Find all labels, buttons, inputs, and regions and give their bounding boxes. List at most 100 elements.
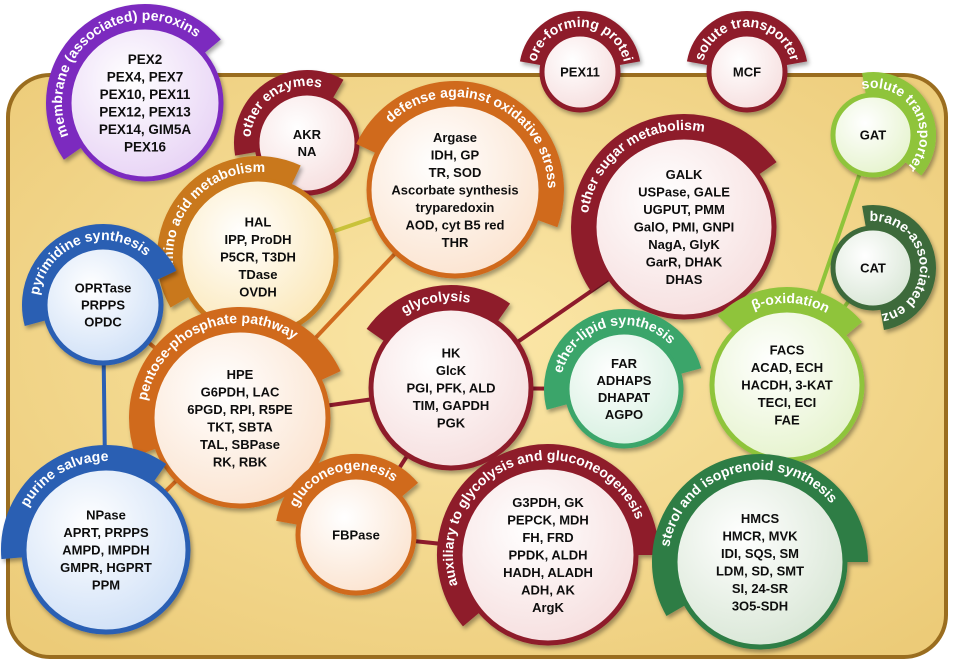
- enzyme-line: TAL, SBPase: [200, 437, 280, 452]
- enzyme-line: G6PDH, LAC: [201, 384, 280, 399]
- node-circle: [368, 305, 534, 471]
- enzyme-line: DHAPAT: [598, 390, 650, 405]
- enzyme-line: FAE: [774, 413, 800, 428]
- enzyme-line: tryparedoxin: [416, 200, 495, 215]
- enzyme-line: NA: [298, 144, 317, 159]
- label-band: [519, 11, 641, 66]
- node-circle: [830, 225, 916, 311]
- label-band: [46, 4, 221, 160]
- enzyme-line: HMCS: [741, 511, 780, 526]
- enzyme-line: THR: [442, 235, 469, 250]
- enzyme-line: TIM, GAPDH: [413, 398, 490, 413]
- label-band: [862, 72, 936, 176]
- node-circle: [66, 24, 224, 182]
- node-oxidative: defense against oxidative stressArgaseID…: [356, 81, 564, 279]
- enzyme-line: ArgK: [532, 600, 564, 615]
- node-circle: [591, 134, 777, 320]
- enzyme-line: IPP, ProDH: [225, 232, 292, 247]
- enzyme-line: IDI, SQS, SM: [721, 546, 799, 561]
- enzyme-line: G3PDH, GK: [512, 495, 584, 510]
- enzyme-line: AKR: [293, 127, 322, 142]
- enzyme-line: TR, SOD: [429, 165, 482, 180]
- enzyme-line: APRT, PRPPS: [63, 525, 149, 540]
- label-band: [437, 444, 659, 627]
- enzyme-line: DHAS: [666, 272, 703, 287]
- enzyme-line: PEX16: [124, 139, 167, 154]
- label-band: [652, 454, 868, 616]
- node-circle: [539, 31, 621, 113]
- enzyme-line: ACAD, ECH: [751, 360, 823, 375]
- enzyme-line: ADHAPS: [597, 373, 652, 388]
- node-circle: [295, 474, 417, 596]
- label-band: [686, 11, 808, 66]
- enzyme-line: PEX14, GIM5A: [99, 122, 192, 137]
- enzyme-line: GAT: [860, 128, 887, 143]
- enzyme-line: GMPR, HGPRT: [60, 560, 152, 575]
- enzyme-line: HAL: [245, 215, 272, 230]
- label-band: [544, 309, 702, 410]
- node-circle: [672, 474, 848, 650]
- enzyme-line: ADH, AK: [521, 583, 575, 598]
- enzyme-line: PEPCK, MDH: [507, 513, 589, 528]
- enzyme-line: LDM, SD, SMT: [716, 563, 804, 578]
- enzyme-line: FAR: [611, 356, 638, 371]
- enzyme-line: PEX12, PEX13: [99, 104, 191, 119]
- enzyme-line: OPRTase: [75, 281, 132, 296]
- enzyme-line: GalO, PMI, GNPI: [634, 220, 734, 235]
- enzyme-line: TDase: [238, 267, 277, 282]
- enzyme-line: PEX10, PEX11: [100, 87, 191, 102]
- enzyme-line: PRPPS: [81, 298, 125, 313]
- enzyme-line: HK: [442, 346, 461, 361]
- label-band: [862, 205, 936, 331]
- node-circle: [564, 329, 684, 449]
- node-circle: [149, 327, 331, 509]
- enzyme-line: OPDC: [84, 315, 122, 330]
- enzyme-line: Ascorbate synthesis: [391, 183, 518, 198]
- enzyme-line: HADH, ALADH: [503, 565, 593, 580]
- label-band: [356, 81, 564, 228]
- label-band: [129, 307, 341, 456]
- enzyme-line: SI, 24-SR: [732, 581, 789, 596]
- enzyme-line: GarR, DHAK: [646, 255, 723, 270]
- node-circle: [457, 464, 639, 646]
- enzyme-line: NPase: [86, 508, 126, 523]
- enzyme-line: PPDK, ALDH: [509, 548, 588, 563]
- node-circle: [706, 31, 788, 113]
- enzyme-line: PGI, PFK, ALD: [406, 381, 495, 396]
- enzyme-line: NagA, GlyK: [648, 237, 720, 252]
- enzyme-line: 3O5-SDH: [732, 598, 788, 613]
- enzyme-line: FH, FRD: [522, 530, 573, 545]
- enzyme-line: PEX2: [128, 52, 163, 67]
- enzyme-line: MCF: [733, 65, 761, 80]
- enzyme-line: GlcK: [436, 363, 467, 378]
- node-circle: [42, 244, 164, 366]
- enzyme-line: HACDH, 3-KAT: [741, 378, 833, 393]
- enzyme-line: CAT: [860, 261, 886, 276]
- enzyme-line: RK, RBK: [213, 454, 268, 469]
- label-band: [22, 224, 177, 326]
- enzyme-line: UGPUT, PMM: [643, 202, 725, 217]
- enzyme-line: AMPD, IMPDH: [62, 543, 149, 558]
- enzyme-line: USPase, GALE: [638, 185, 730, 200]
- label-band: [717, 287, 863, 337]
- label-band: [276, 454, 419, 526]
- enzyme-line: TKT, SBTA: [207, 419, 273, 434]
- enzyme-line: 6PGD, RPI, R5PE: [187, 402, 293, 417]
- label-band: [234, 70, 344, 156]
- enzyme-line: PPM: [92, 578, 120, 593]
- enzyme-line: PEX11: [560, 65, 600, 80]
- enzyme-line: HPE: [227, 367, 254, 382]
- label-band: [366, 285, 511, 342]
- node-circle: [366, 101, 544, 279]
- enzyme-line: PGK: [437, 416, 466, 431]
- enzyme-line: GALK: [666, 167, 703, 182]
- label-band: [571, 114, 777, 292]
- enzyme-line: PEX4, PEX7: [107, 69, 184, 84]
